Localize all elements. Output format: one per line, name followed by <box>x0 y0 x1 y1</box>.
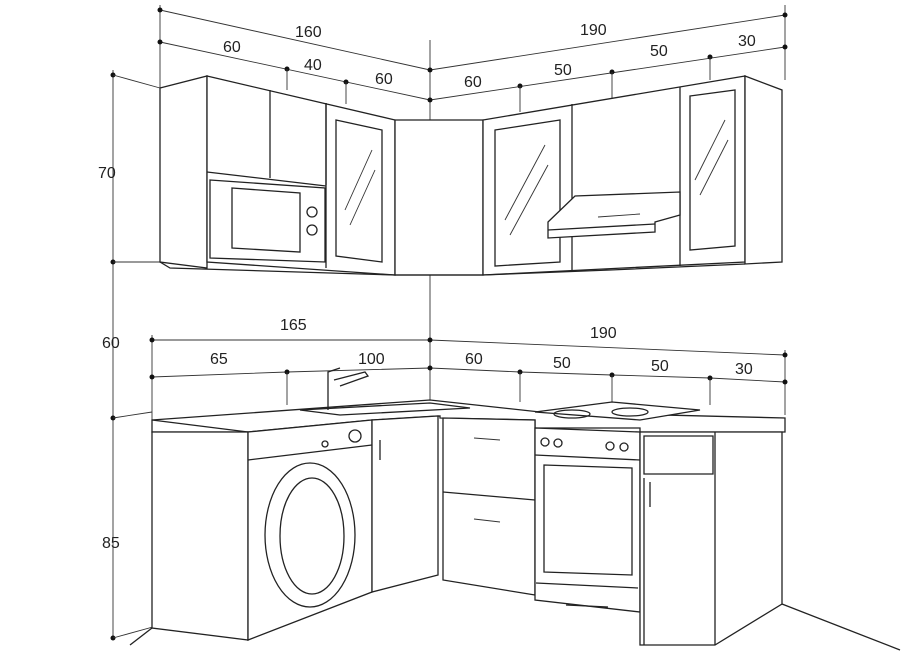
washing-machine <box>247 429 373 608</box>
sink-and-faucet <box>299 367 471 416</box>
lower-left-seg: 100 <box>358 351 385 368</box>
lower-right-seg: 50 <box>553 355 571 372</box>
height-label-base: 85 <box>102 535 120 552</box>
microwave <box>209 179 326 263</box>
upper-left-seg: 40 <box>304 57 322 74</box>
lower-dimension-lines <box>149 335 788 420</box>
range-hood <box>547 191 681 239</box>
upper-left-seg: 60 <box>375 71 393 88</box>
height-label-gap: 60 <box>102 335 120 352</box>
lower-right-seg: 30 <box>735 361 753 378</box>
lower-left-total: 165 <box>280 317 307 334</box>
base-cabinets <box>129 399 901 651</box>
upper-right-seg: 60 <box>464 74 482 91</box>
lower-right-total: 190 <box>590 325 617 342</box>
upper-right-seg: 50 <box>554 62 572 79</box>
upper-right-seg: 50 <box>650 43 668 60</box>
lower-left-seg: 65 <box>210 351 228 368</box>
upper-right-seg: 30 <box>738 33 756 50</box>
height-label-upper: 70 <box>98 165 116 182</box>
upper-left-total: 160 <box>295 24 322 41</box>
lower-right-seg: 60 <box>465 351 483 368</box>
upper-dimension-lines <box>157 7 788 112</box>
stove-oven <box>534 401 701 608</box>
upper-left-seg: 60 <box>223 39 241 56</box>
upper-right-total: 190 <box>580 22 607 39</box>
lower-right-seg: 50 <box>651 358 669 375</box>
height-dimension-line <box>110 70 161 641</box>
